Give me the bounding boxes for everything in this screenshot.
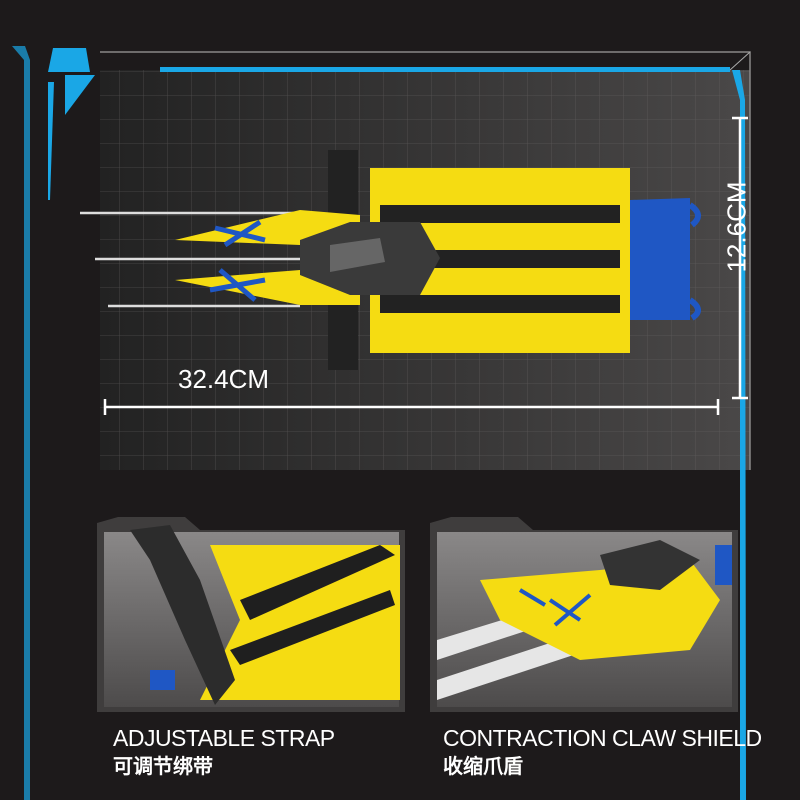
claw-gauntlet-model-image xyxy=(80,150,701,370)
feature-subtitle-claw-shield: 收缩爪盾 xyxy=(443,756,523,778)
blue-frame-accents xyxy=(12,46,746,800)
height-dimension-label: 12.6CM xyxy=(721,181,752,273)
feature-photo-claw-shield xyxy=(430,517,738,712)
width-dimension-label: 32.4CM xyxy=(178,364,270,394)
feature-photo-strap xyxy=(97,517,405,712)
feature-title-strap: ADJUSTABLE STRAP xyxy=(113,725,335,751)
feature-title-claw-shield: CONTRACTION CLAW SHIELD xyxy=(443,725,762,751)
dimension-lines xyxy=(103,116,748,415)
feature-subtitle-strap: 可调节绑带 xyxy=(113,756,213,778)
